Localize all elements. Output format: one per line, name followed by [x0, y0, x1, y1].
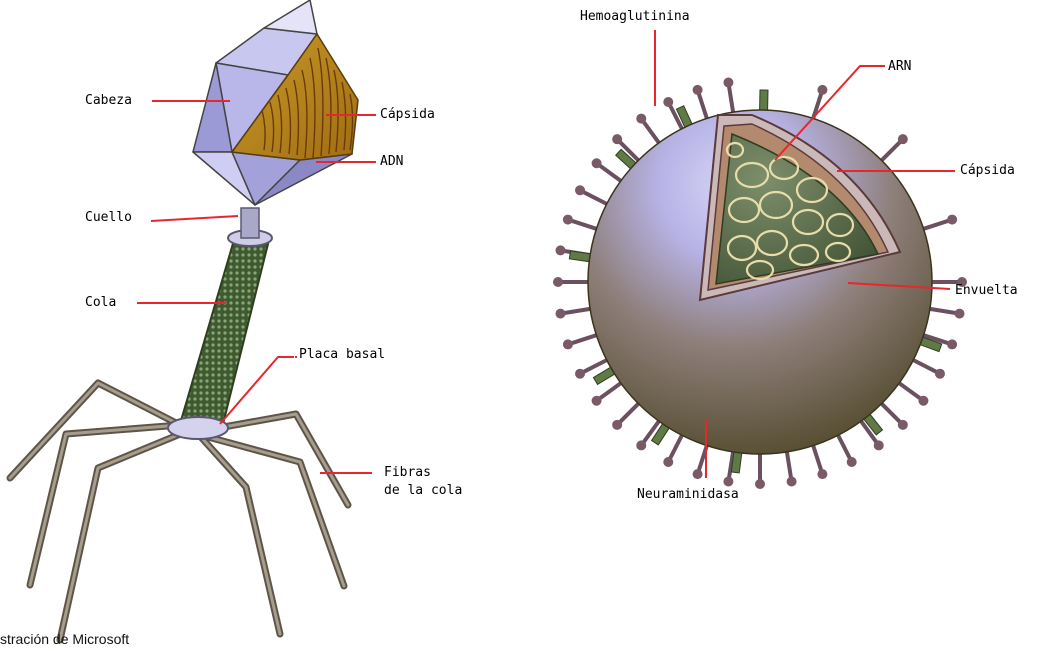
label-capsida-flu: Cápsida [960, 163, 1015, 179]
neuraminidase-spike-head [898, 134, 908, 144]
neuraminidase-spike-head [955, 309, 965, 319]
label-cuello: Cuello [85, 210, 132, 226]
neuraminidase-spike-head [612, 134, 622, 144]
neuraminidase-spike-head [723, 77, 733, 87]
neuraminidase-spike-head [723, 477, 733, 487]
label-hemoaglutinina: Hemoaglutinina [580, 9, 690, 25]
neuraminidase-spike-head [555, 309, 565, 319]
credit-text: stración de Microsoft [0, 631, 129, 647]
neuraminidase-spike [910, 358, 940, 373]
neuraminidase-spike-head [898, 420, 908, 430]
neuraminidase-spike-head [563, 215, 573, 225]
bacteriophage [10, 0, 358, 640]
neuraminidase-spike [597, 381, 625, 401]
neuraminidase-spike-head [817, 85, 827, 95]
label-capsida-phage: Cápsida [380, 107, 435, 123]
neuraminidase-spike-head [575, 369, 585, 379]
neuraminidase-spike [879, 401, 903, 425]
neck [241, 208, 259, 238]
neuraminidase-spike-head [817, 469, 827, 479]
neuraminidase-spike-head [918, 396, 928, 406]
tail-sheath-icon [180, 240, 268, 428]
neuraminidase-spike-head [755, 479, 765, 489]
neuraminidase-spike [836, 432, 851, 462]
label-placa-basal: Placa basal [299, 347, 385, 363]
neuraminidase-spike-head [575, 185, 585, 195]
label-neuraminidasa: Neuraminidasa [637, 487, 739, 503]
neuraminidase-spike-head [612, 420, 622, 430]
influenza-virus [553, 77, 967, 489]
neuraminidase-spike [568, 334, 600, 345]
neuraminidase-spike-head [592, 396, 602, 406]
label-fibras-line1: Fibras [384, 465, 431, 481]
neuraminidase-spike [568, 220, 600, 231]
label-cola: Cola [85, 295, 116, 311]
label-arn: ARN [888, 59, 911, 75]
label-adn: ADN [380, 154, 403, 170]
neuraminidase-spike [597, 163, 625, 183]
neuraminidase-spike [617, 401, 641, 425]
neuraminidase-spike [896, 381, 924, 401]
neuraminidase-spike [812, 442, 823, 474]
neuraminidase-spike-head [563, 339, 573, 349]
neuraminidase-spike-head [947, 215, 957, 225]
neuraminidase-spike [926, 308, 960, 313]
neuraminidase-spike-head [553, 277, 563, 287]
neuraminidase-spike-head [947, 339, 957, 349]
neuraminidase-spike-head [663, 97, 673, 107]
neuraminidase-spike [786, 448, 791, 482]
neuraminidase-spike-head [636, 440, 646, 450]
neuraminidase-spike-head [693, 85, 703, 95]
neuraminidase-spike [641, 119, 661, 147]
neuraminidase-spike-head [847, 457, 857, 467]
neuraminidase-spike-head [636, 114, 646, 124]
neuraminidase-spike [728, 82, 733, 116]
neuraminidase-spike [879, 139, 903, 163]
neuraminidase-spike [668, 432, 683, 462]
neuraminidase-spike-head [555, 245, 565, 255]
label-fibras-line2: de la cola [384, 483, 462, 499]
neuraminidase-spike [920, 220, 952, 231]
neuraminidase-spike [560, 308, 594, 313]
neuraminidase-spike-head [935, 369, 945, 379]
basal-plate [168, 417, 228, 439]
neuraminidase-spike-head [592, 158, 602, 168]
neuraminidase-spike-head [787, 477, 797, 487]
label-envuelta: Envuelta [955, 283, 1018, 299]
neuraminidase-spike [698, 90, 709, 122]
neuraminidase-spike [580, 190, 610, 205]
label-cabeza: Cabeza [85, 93, 132, 109]
neuraminidase-spike-head [693, 469, 703, 479]
neuraminidase-spike-head [663, 457, 673, 467]
neuraminidase-spike-head [874, 440, 884, 450]
